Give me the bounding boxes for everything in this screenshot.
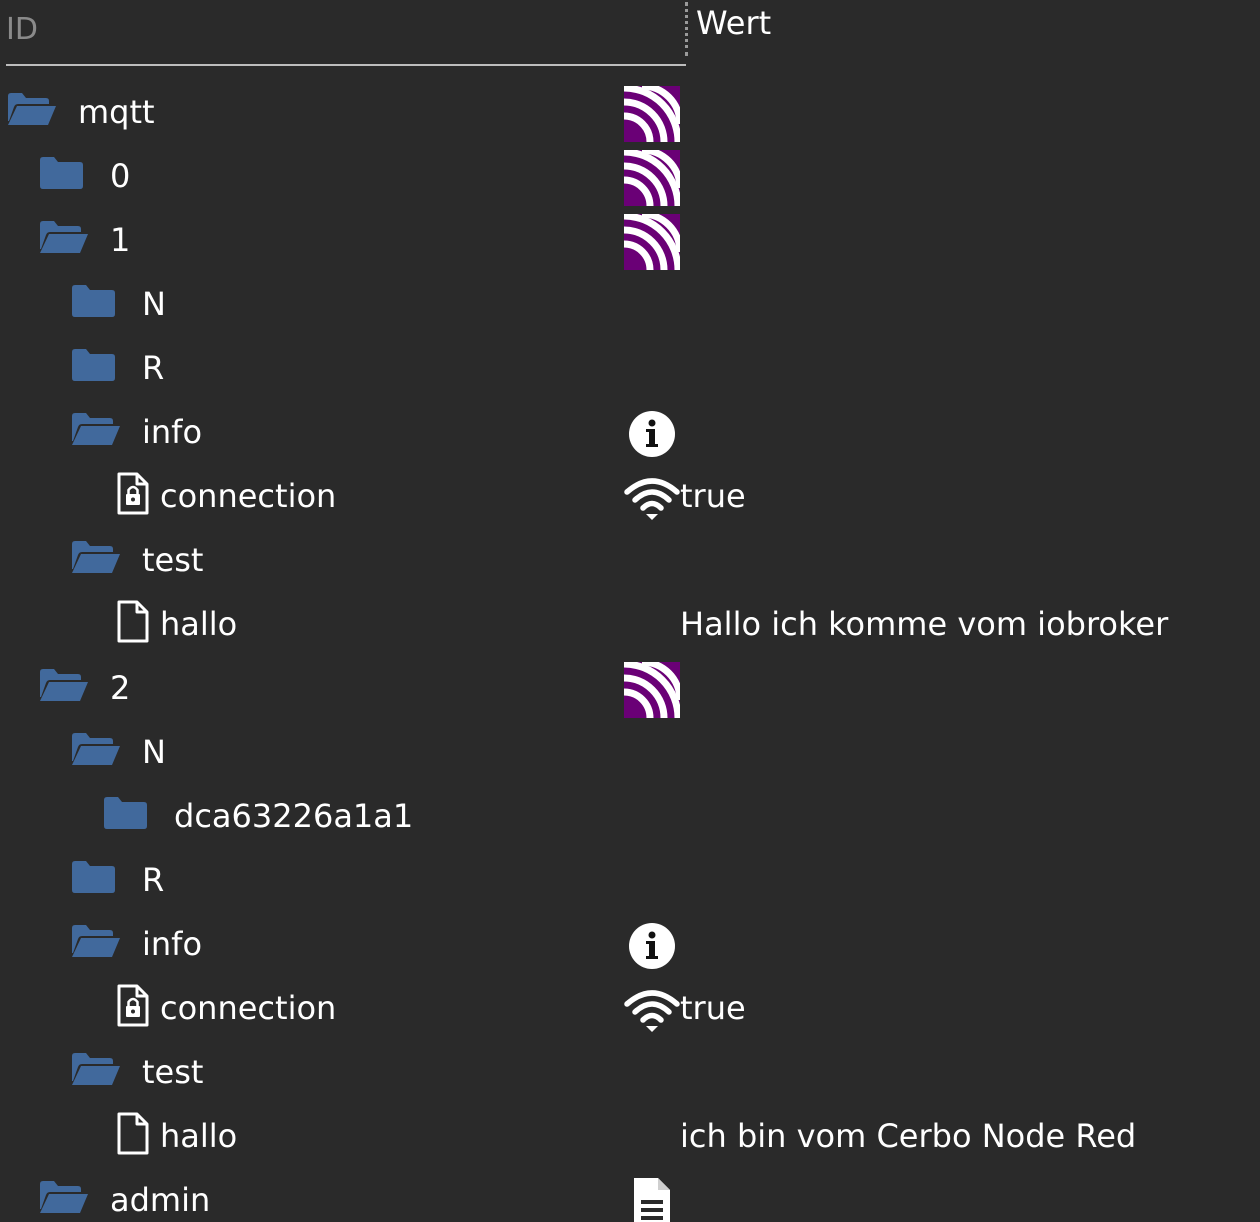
tree-item-name: connection bbox=[160, 477, 337, 515]
id-filter-underline bbox=[6, 64, 686, 66]
tree-row[interactable]: hallo ich bin vom Cerbo Node Red bbox=[0, 1104, 1260, 1168]
tree-row[interactable]: info bbox=[0, 400, 1260, 464]
tree-item-name: N bbox=[142, 733, 166, 771]
tree-item-name: 2 bbox=[110, 669, 131, 707]
folder-open-icon[interactable] bbox=[70, 920, 122, 964]
tree-row[interactable]: hallo Hallo ich komme vom iobroker bbox=[0, 592, 1260, 656]
tree-item-name: R bbox=[142, 861, 165, 899]
tree-item-value[interactable]: true bbox=[680, 477, 746, 515]
file-icon bbox=[116, 600, 150, 648]
mqtt-instance-icon bbox=[623, 210, 684, 274]
tree-row[interactable]: dca63226a1a1 bbox=[0, 784, 1260, 848]
mqtt-instance-icon bbox=[623, 146, 684, 210]
locked-file-icon bbox=[116, 472, 150, 520]
folder-open-icon[interactable] bbox=[38, 664, 90, 708]
folder-open-icon[interactable] bbox=[70, 1048, 122, 1092]
tree-row[interactable]: connection true bbox=[0, 464, 1260, 528]
tree-item-name: 0 bbox=[110, 157, 131, 195]
folder-open-icon[interactable] bbox=[6, 88, 58, 132]
tree-row[interactable]: N bbox=[0, 720, 1260, 784]
folder-icon[interactable] bbox=[70, 344, 116, 388]
tree-item-name: test bbox=[142, 541, 204, 579]
tree-item-name: hallo bbox=[160, 1117, 238, 1155]
info-icon bbox=[624, 406, 680, 466]
tree-row[interactable]: 0 bbox=[0, 144, 1260, 208]
folder-open-icon[interactable] bbox=[70, 536, 122, 580]
tree-item-name: info bbox=[142, 925, 203, 963]
mqtt-instance-icon bbox=[623, 658, 684, 722]
tree-row[interactable]: test bbox=[0, 528, 1260, 592]
tree-item-name: info bbox=[142, 413, 203, 451]
tree-row[interactable]: R bbox=[0, 336, 1260, 400]
locked-file-icon bbox=[116, 984, 150, 1032]
tree-item-name: mqtt bbox=[78, 93, 155, 131]
folder-icon[interactable] bbox=[102, 792, 148, 836]
tree-item-name: hallo bbox=[160, 605, 238, 643]
folder-open-icon[interactable] bbox=[70, 728, 122, 772]
tree-row[interactable]: admin bbox=[0, 1168, 1260, 1222]
folder-open-icon[interactable] bbox=[70, 408, 122, 452]
tree-row[interactable]: info bbox=[0, 912, 1260, 976]
wifi-icon bbox=[624, 470, 680, 530]
tree-item-name: 1 bbox=[110, 221, 131, 259]
tree-item-value[interactable]: true bbox=[680, 989, 746, 1027]
tree-item-name: dca63226a1a1 bbox=[174, 797, 414, 835]
folder-open-icon[interactable] bbox=[38, 1176, 90, 1220]
folder-icon[interactable] bbox=[38, 152, 84, 196]
tree-row[interactable]: connection true bbox=[0, 976, 1260, 1040]
tree-item-value[interactable]: ich bin vom Cerbo Node Red bbox=[680, 1117, 1137, 1155]
folder-icon[interactable] bbox=[70, 280, 116, 324]
info-icon bbox=[624, 918, 680, 978]
file-icon bbox=[116, 1112, 150, 1160]
column-resize-handle[interactable] bbox=[685, 2, 688, 56]
document-icon bbox=[624, 1174, 680, 1222]
tree-row[interactable]: test bbox=[0, 1040, 1260, 1104]
tree-row[interactable]: R bbox=[0, 848, 1260, 912]
tree-item-name: admin bbox=[110, 1181, 211, 1219]
column-header-id[interactable]: ID bbox=[6, 12, 38, 47]
tree-item-name: N bbox=[142, 285, 166, 323]
tree-item-value[interactable]: Hallo ich komme vom iobroker bbox=[680, 605, 1169, 643]
mqtt-instance-icon bbox=[623, 82, 684, 146]
tree-row[interactable]: 2 bbox=[0, 656, 1260, 720]
tree-item-name: test bbox=[142, 1053, 204, 1091]
tree-item-name: R bbox=[142, 349, 165, 387]
column-header-value[interactable]: Wert bbox=[696, 4, 772, 42]
tree-row[interactable]: N bbox=[0, 272, 1260, 336]
tree-row[interactable]: mqtt bbox=[0, 80, 1260, 144]
tree-row[interactable]: 1 bbox=[0, 208, 1260, 272]
folder-icon[interactable] bbox=[70, 856, 116, 900]
folder-open-icon[interactable] bbox=[38, 216, 90, 260]
tree-item-name: connection bbox=[160, 989, 337, 1027]
wifi-icon bbox=[624, 982, 680, 1042]
